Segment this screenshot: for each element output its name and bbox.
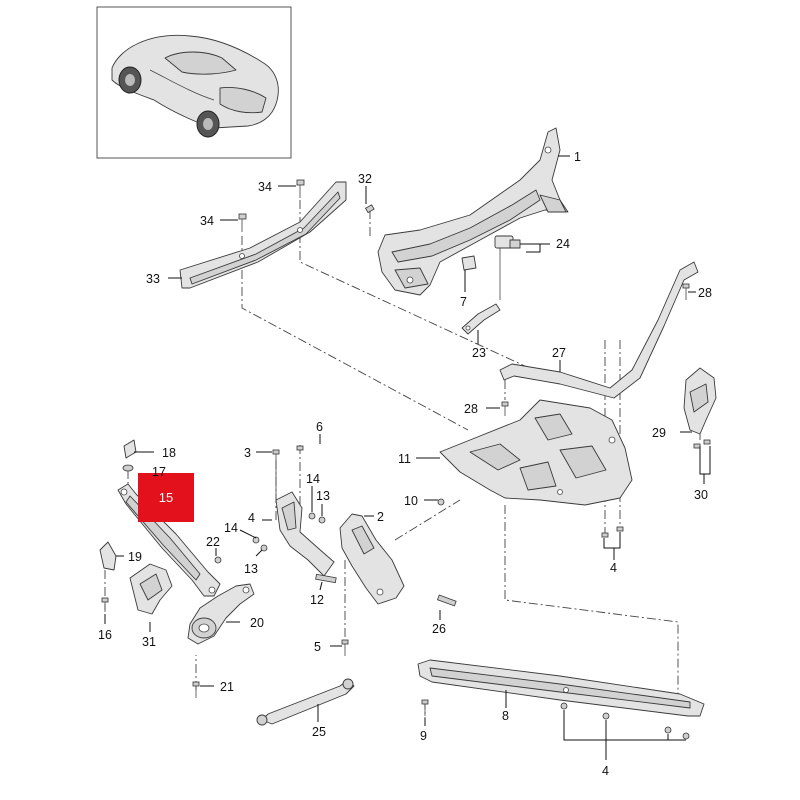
bolt-16	[101, 597, 109, 612]
part-29-cover	[683, 367, 717, 435]
part-25-toe-link	[256, 678, 355, 726]
callout-30[interactable]: 30	[694, 488, 708, 502]
callout-8[interactable]: 8	[502, 709, 509, 723]
callout-16[interactable]: 16	[98, 628, 112, 642]
part-carrier-upright	[275, 491, 335, 577]
bolt-21	[192, 681, 200, 698]
callout-34-left[interactable]: 34	[200, 214, 214, 228]
callout-26[interactable]: 26	[432, 622, 446, 636]
bolt-28-mid	[501, 401, 509, 416]
callout-18[interactable]: 18	[162, 446, 176, 460]
bolts-13-14	[252, 512, 326, 552]
callout-20[interactable]: 20	[250, 616, 264, 630]
callout-7[interactable]: 7	[460, 295, 467, 309]
callout-29[interactable]: 29	[652, 426, 666, 440]
callout-34-top[interactable]: 34	[258, 180, 272, 194]
callout-13-left[interactable]: 13	[244, 562, 258, 576]
callout-13-top[interactable]: 13	[316, 489, 330, 503]
callout-labels: 1 32 34 34 24 33 7 28 23 27 28 6 18 3 11…	[98, 150, 712, 778]
part-23-link	[461, 303, 501, 335]
bolt-34-left	[238, 213, 247, 232]
callout-27[interactable]: 27	[552, 346, 566, 360]
part-27-brace	[499, 261, 699, 399]
callout-25[interactable]: 25	[312, 725, 326, 739]
sports-car-icon	[111, 34, 279, 138]
callout-28-mid[interactable]: 28	[464, 402, 478, 416]
callout-4-left[interactable]: 4	[248, 511, 255, 525]
callout-24[interactable]: 24	[556, 237, 570, 251]
callout-12[interactable]: 12	[310, 593, 324, 607]
bolt-3	[272, 449, 280, 500]
part-20-control-arm	[187, 583, 255, 645]
bolt-32	[364, 204, 375, 214]
callout-19[interactable]: 19	[128, 550, 142, 564]
callout-22[interactable]: 22	[206, 535, 220, 549]
car-thumbnail	[96, 6, 292, 159]
leader-lines	[104, 155, 711, 760]
part-24-sensor	[494, 235, 521, 300]
bolt-26	[437, 594, 457, 607]
part-11-underbody-plate	[439, 399, 633, 506]
callout-5[interactable]: 5	[314, 640, 321, 654]
callout-15-label: 15	[159, 490, 173, 505]
bolts-30	[693, 439, 711, 449]
callout-6[interactable]: 6	[316, 420, 323, 434]
callout-2[interactable]: 2	[377, 510, 384, 524]
callout-32[interactable]: 32	[358, 172, 372, 186]
callout-23[interactable]: 23	[472, 346, 486, 360]
part-18-clip	[123, 439, 137, 459]
callout-3[interactable]: 3	[244, 446, 251, 460]
bolt-10	[437, 498, 445, 506]
bolt-28-right	[682, 283, 690, 300]
part-7-bracket	[461, 255, 477, 271]
callout-4-bottom[interactable]: 4	[602, 764, 609, 778]
callout-21[interactable]: 21	[220, 680, 234, 694]
callout-11[interactable]: 11	[398, 452, 411, 466]
part-31-shield	[129, 563, 173, 615]
callout-1[interactable]: 1	[574, 150, 581, 164]
callout-4-right[interactable]: 4	[610, 561, 617, 575]
bolts-4-bottom	[560, 702, 690, 740]
bolt-12	[315, 573, 337, 584]
callout-9[interactable]: 9	[420, 729, 427, 743]
callout-28-right[interactable]: 28	[698, 286, 712, 300]
part-33-cross-beam	[179, 181, 347, 289]
part-19-bracket	[99, 541, 117, 571]
callout-15-highlight[interactable]: 15	[138, 473, 194, 522]
callout-14-left[interactable]: 14	[224, 521, 238, 535]
callout-14-top[interactable]: 14	[306, 472, 320, 486]
callout-17[interactable]: 17	[152, 465, 166, 479]
callout-33[interactable]: 33	[146, 272, 160, 286]
bolt-5	[341, 639, 349, 656]
bolt-9	[421, 699, 429, 716]
bolts-4-right	[601, 526, 624, 538]
part-1-frame-rail	[377, 127, 569, 296]
part-8-cross-member	[417, 659, 705, 717]
callout-10[interactable]: 10	[404, 494, 418, 508]
callout-31[interactable]: 31	[142, 635, 156, 649]
part-17-washer	[122, 464, 134, 472]
bolt-6	[296, 445, 304, 451]
part-2-knuckle	[339, 513, 405, 605]
bolt-22	[214, 556, 222, 564]
bolt-34-top	[296, 179, 305, 198]
